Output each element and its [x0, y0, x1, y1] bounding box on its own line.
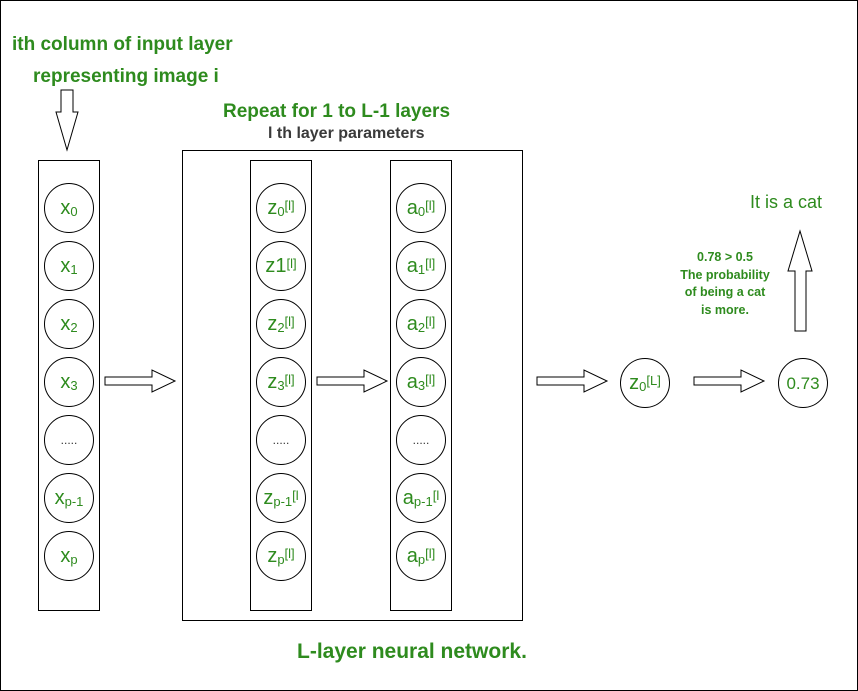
probability-note: 0.78 > 0.5 The probability of being a ca… [660, 249, 790, 319]
probability-note-line: is more. [701, 302, 749, 317]
node-superscript: [l] [425, 545, 436, 561]
node-superscript: [l [292, 487, 299, 503]
node-base: x [54, 487, 65, 509]
node-subscript: p-1 [273, 493, 293, 509]
node-subscript: p [70, 551, 78, 567]
node-base: a [402, 487, 414, 509]
node-superscript: [l] [425, 313, 436, 329]
probability-note-line: The probability [680, 267, 770, 282]
input-caption-line2: representing image i [33, 66, 219, 87]
node-base: a [406, 313, 418, 335]
node-superscript: [l] [425, 197, 436, 213]
node-base: z [267, 313, 278, 335]
node-subscript: 0 [70, 203, 78, 219]
node-superscript: [l] [425, 371, 436, 387]
node-superscript: [l] [284, 545, 295, 561]
node-subscript: 2 [277, 319, 285, 335]
node-base: ..... [60, 433, 78, 447]
right-arrow-icon [104, 369, 177, 393]
node-subscript: p [417, 551, 426, 567]
output-value: 0.73 [786, 373, 820, 393]
node-base: x [60, 545, 71, 567]
node-subscript: p-1 [64, 493, 84, 509]
output-value-node: 0.73 [778, 358, 828, 408]
node-subscript: p-1 [413, 493, 433, 509]
node-superscript: [l] [425, 255, 436, 271]
input-caption-line1: ith column of input layer [12, 34, 233, 55]
node-base: x [60, 313, 71, 335]
a-node: ..... [396, 415, 446, 465]
right-arrow-icon [316, 369, 389, 393]
repeat-title: Repeat for 1 to L-1 layers [223, 101, 451, 122]
node-subscript: 0 [277, 203, 285, 219]
right-arrow-icon [536, 369, 609, 393]
probability-note-line: 0.78 > 0.5 [697, 250, 753, 264]
node-superscript: [L] [646, 372, 661, 388]
hidden-layer-box [182, 150, 523, 621]
node-base: z1 [265, 255, 287, 277]
node-superscript: [l] [286, 255, 297, 271]
node-subscript: 3 [277, 377, 285, 393]
node-base: x [60, 371, 71, 393]
node-base: ..... [272, 433, 290, 447]
node-base: z [267, 545, 278, 567]
node-base: z [629, 372, 640, 394]
layer-params-label: l th layer parameters [268, 125, 425, 142]
node-base: a [406, 197, 418, 219]
node-subscript: 0 [417, 203, 426, 219]
node-base: a [406, 255, 418, 277]
node-base: ..... [412, 433, 430, 447]
right-arrow-icon [693, 369, 766, 393]
node-superscript: [l] [284, 313, 295, 329]
footer-title: L-layer neural network. [297, 640, 527, 663]
down-arrow-icon [55, 89, 79, 152]
node-base: a [406, 545, 418, 567]
result-text: It is a cat [750, 192, 823, 212]
input-node: ..... [44, 415, 94, 465]
node-superscript: [l] [284, 197, 295, 213]
node-base: z [267, 371, 278, 393]
node-superscript: [l] [284, 371, 295, 387]
node-subscript: 3 [417, 377, 426, 393]
node-subscript: 2 [417, 319, 426, 335]
z-node: ..... [256, 415, 306, 465]
node-subscript: 0 [639, 378, 647, 394]
node-subscript: p [277, 551, 285, 567]
node-superscript: [l [432, 487, 440, 503]
up-arrow-icon [787, 229, 813, 332]
node-base: z [267, 197, 278, 219]
z-node: z1[l] [256, 241, 306, 291]
node-subscript: 1 [417, 261, 426, 277]
node-subscript: 2 [70, 319, 78, 335]
node-base: x [60, 197, 71, 219]
probability-note-line: of being a cat [684, 285, 766, 299]
node-base: a [406, 371, 418, 393]
node-subscript: 3 [70, 377, 78, 393]
node-base: x [60, 255, 71, 277]
node-base: z [263, 487, 274, 509]
node-subscript: 1 [70, 261, 78, 277]
